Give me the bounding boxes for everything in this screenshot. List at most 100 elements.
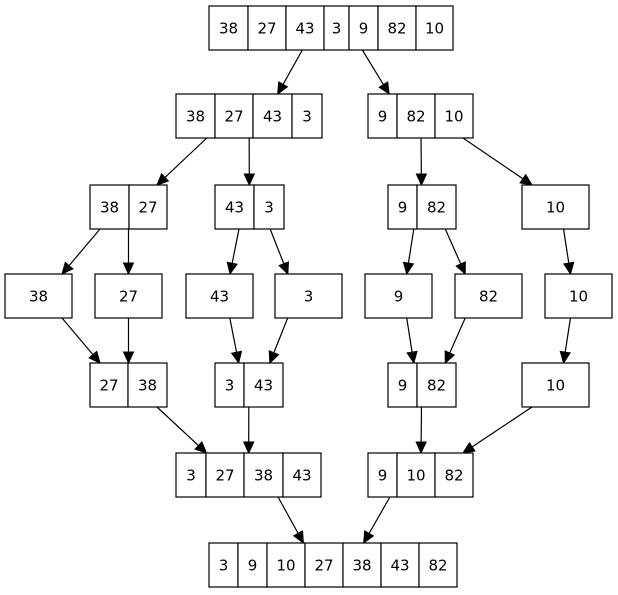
- array-cell-value: 3: [219, 557, 229, 575]
- array-cell-value: 82: [428, 557, 447, 575]
- array-cell-box: [434, 452, 474, 498]
- arrowhead-icon: [230, 350, 243, 365]
- arrowhead-icon: [226, 261, 238, 276]
- array-cell-value: 27: [314, 557, 333, 575]
- arrowhead-icon: [455, 261, 466, 276]
- array-cell-value: 43: [225, 199, 244, 217]
- array-cell-box: [380, 542, 420, 588]
- edge-root-to-s1a: [282, 49, 303, 85]
- array-cell-value: 10: [444, 108, 463, 126]
- array-cell-box: [291, 93, 323, 139]
- array-cell-box: [377, 5, 417, 51]
- array-cell-box: [266, 542, 306, 588]
- array-node-m1d: 10: [521, 362, 590, 408]
- edge-l1-to-m1a: [61, 317, 94, 355]
- edge-m2a-to-final: [277, 496, 299, 534]
- edge-s2d-to-l7: [562, 228, 570, 264]
- arrowhead-icon: [278, 261, 290, 276]
- array-cell-value: 9: [398, 199, 408, 217]
- arrowhead-icon: [444, 350, 456, 365]
- array-cell-box: [348, 5, 379, 51]
- arrowhead-icon: [562, 261, 575, 276]
- edge-l6-to-m1c: [449, 317, 466, 354]
- array-cell-value: 27: [138, 199, 157, 217]
- array-node-s2d: 10: [521, 184, 590, 230]
- array-cell-value: 43: [292, 467, 311, 485]
- array-cell-value: 3: [332, 20, 342, 38]
- arrowhead-icon: [122, 262, 135, 276]
- array-cell-value: 9: [378, 108, 388, 126]
- edge-s2a-to-l1: [68, 228, 101, 266]
- array-cell-box: [544, 273, 613, 319]
- arrowhead-icon: [402, 261, 415, 276]
- arrowhead-icon: [61, 261, 74, 275]
- arrowhead-icon: [268, 350, 280, 365]
- array-cell-box: [247, 5, 287, 51]
- edge-s1b-to-s2d: [462, 137, 524, 180]
- edge-m1d-to-m2b: [471, 406, 533, 448]
- array-cell-value: 82: [479, 288, 498, 306]
- array-cell-box: [127, 362, 168, 408]
- array-node-l3: 43: [185, 273, 254, 319]
- array-cell-box: [418, 542, 458, 588]
- array-cell-box: [367, 452, 398, 498]
- arrowhead-icon: [559, 350, 572, 365]
- array-cell-value: 10: [546, 199, 565, 217]
- array-node-l2: 27: [94, 273, 163, 319]
- arrowhead-icon: [292, 530, 305, 545]
- array-cell-box: [274, 273, 343, 319]
- array-cell-value: 9: [359, 20, 369, 38]
- array-cell-value: 27: [215, 467, 234, 485]
- array-node-l6: 82: [454, 273, 523, 319]
- array-cell-value: 10: [546, 377, 565, 395]
- array-cell-value: 43: [295, 20, 314, 38]
- arrowhead-icon: [243, 173, 256, 187]
- array-cell-value: 82: [427, 199, 446, 217]
- array-cell-value: 9: [248, 557, 258, 575]
- array-node-l1: 38: [4, 273, 73, 319]
- array-cell-value: 43: [263, 108, 282, 126]
- array-cell-box: [175, 452, 207, 498]
- array-cell-box: [214, 184, 255, 230]
- edge-l7-to-m1d: [564, 317, 572, 353]
- array-cell-box: [253, 184, 285, 230]
- edge-s2b-to-l3: [231, 228, 240, 264]
- array-cell-box: [454, 273, 523, 319]
- array-cell-box: [285, 5, 325, 51]
- array-cell-value: 9: [398, 377, 408, 395]
- array-cell-box: [208, 542, 239, 588]
- array-cell-value: 38: [186, 108, 205, 126]
- arrowhead-icon: [519, 173, 533, 186]
- array-cell-box: [342, 542, 382, 588]
- array-cell-value: 82: [406, 108, 425, 126]
- array-node-l7: 10: [544, 273, 613, 319]
- edge-s2c-to-l5: [407, 228, 415, 264]
- array-cell-value: 38: [100, 199, 119, 217]
- array-cell-value: 10: [276, 557, 295, 575]
- edge-l5-to-m1c: [406, 317, 413, 353]
- array-cell-box: [367, 93, 398, 139]
- array-cell-box: [416, 362, 457, 408]
- arrowhead-icon: [378, 81, 390, 96]
- array-cell-value: 38: [352, 557, 371, 575]
- array-cell-value: 43: [254, 377, 273, 395]
- array-node-s2a: 38 27: [89, 184, 168, 230]
- array-cell-value: 82: [387, 20, 406, 38]
- edge-l4-to-m1b: [273, 317, 289, 353]
- edge-l3-to-m1b: [229, 317, 238, 353]
- array-cell-value: 43: [390, 557, 409, 575]
- array-cell-box: [364, 273, 433, 319]
- array-cell-box: [185, 273, 254, 319]
- array-cell-value: 9: [378, 467, 388, 485]
- array-cell-value: 27: [257, 20, 276, 38]
- array-cell-value: 3: [304, 288, 314, 306]
- edge-m2b-to-final: [368, 496, 391, 534]
